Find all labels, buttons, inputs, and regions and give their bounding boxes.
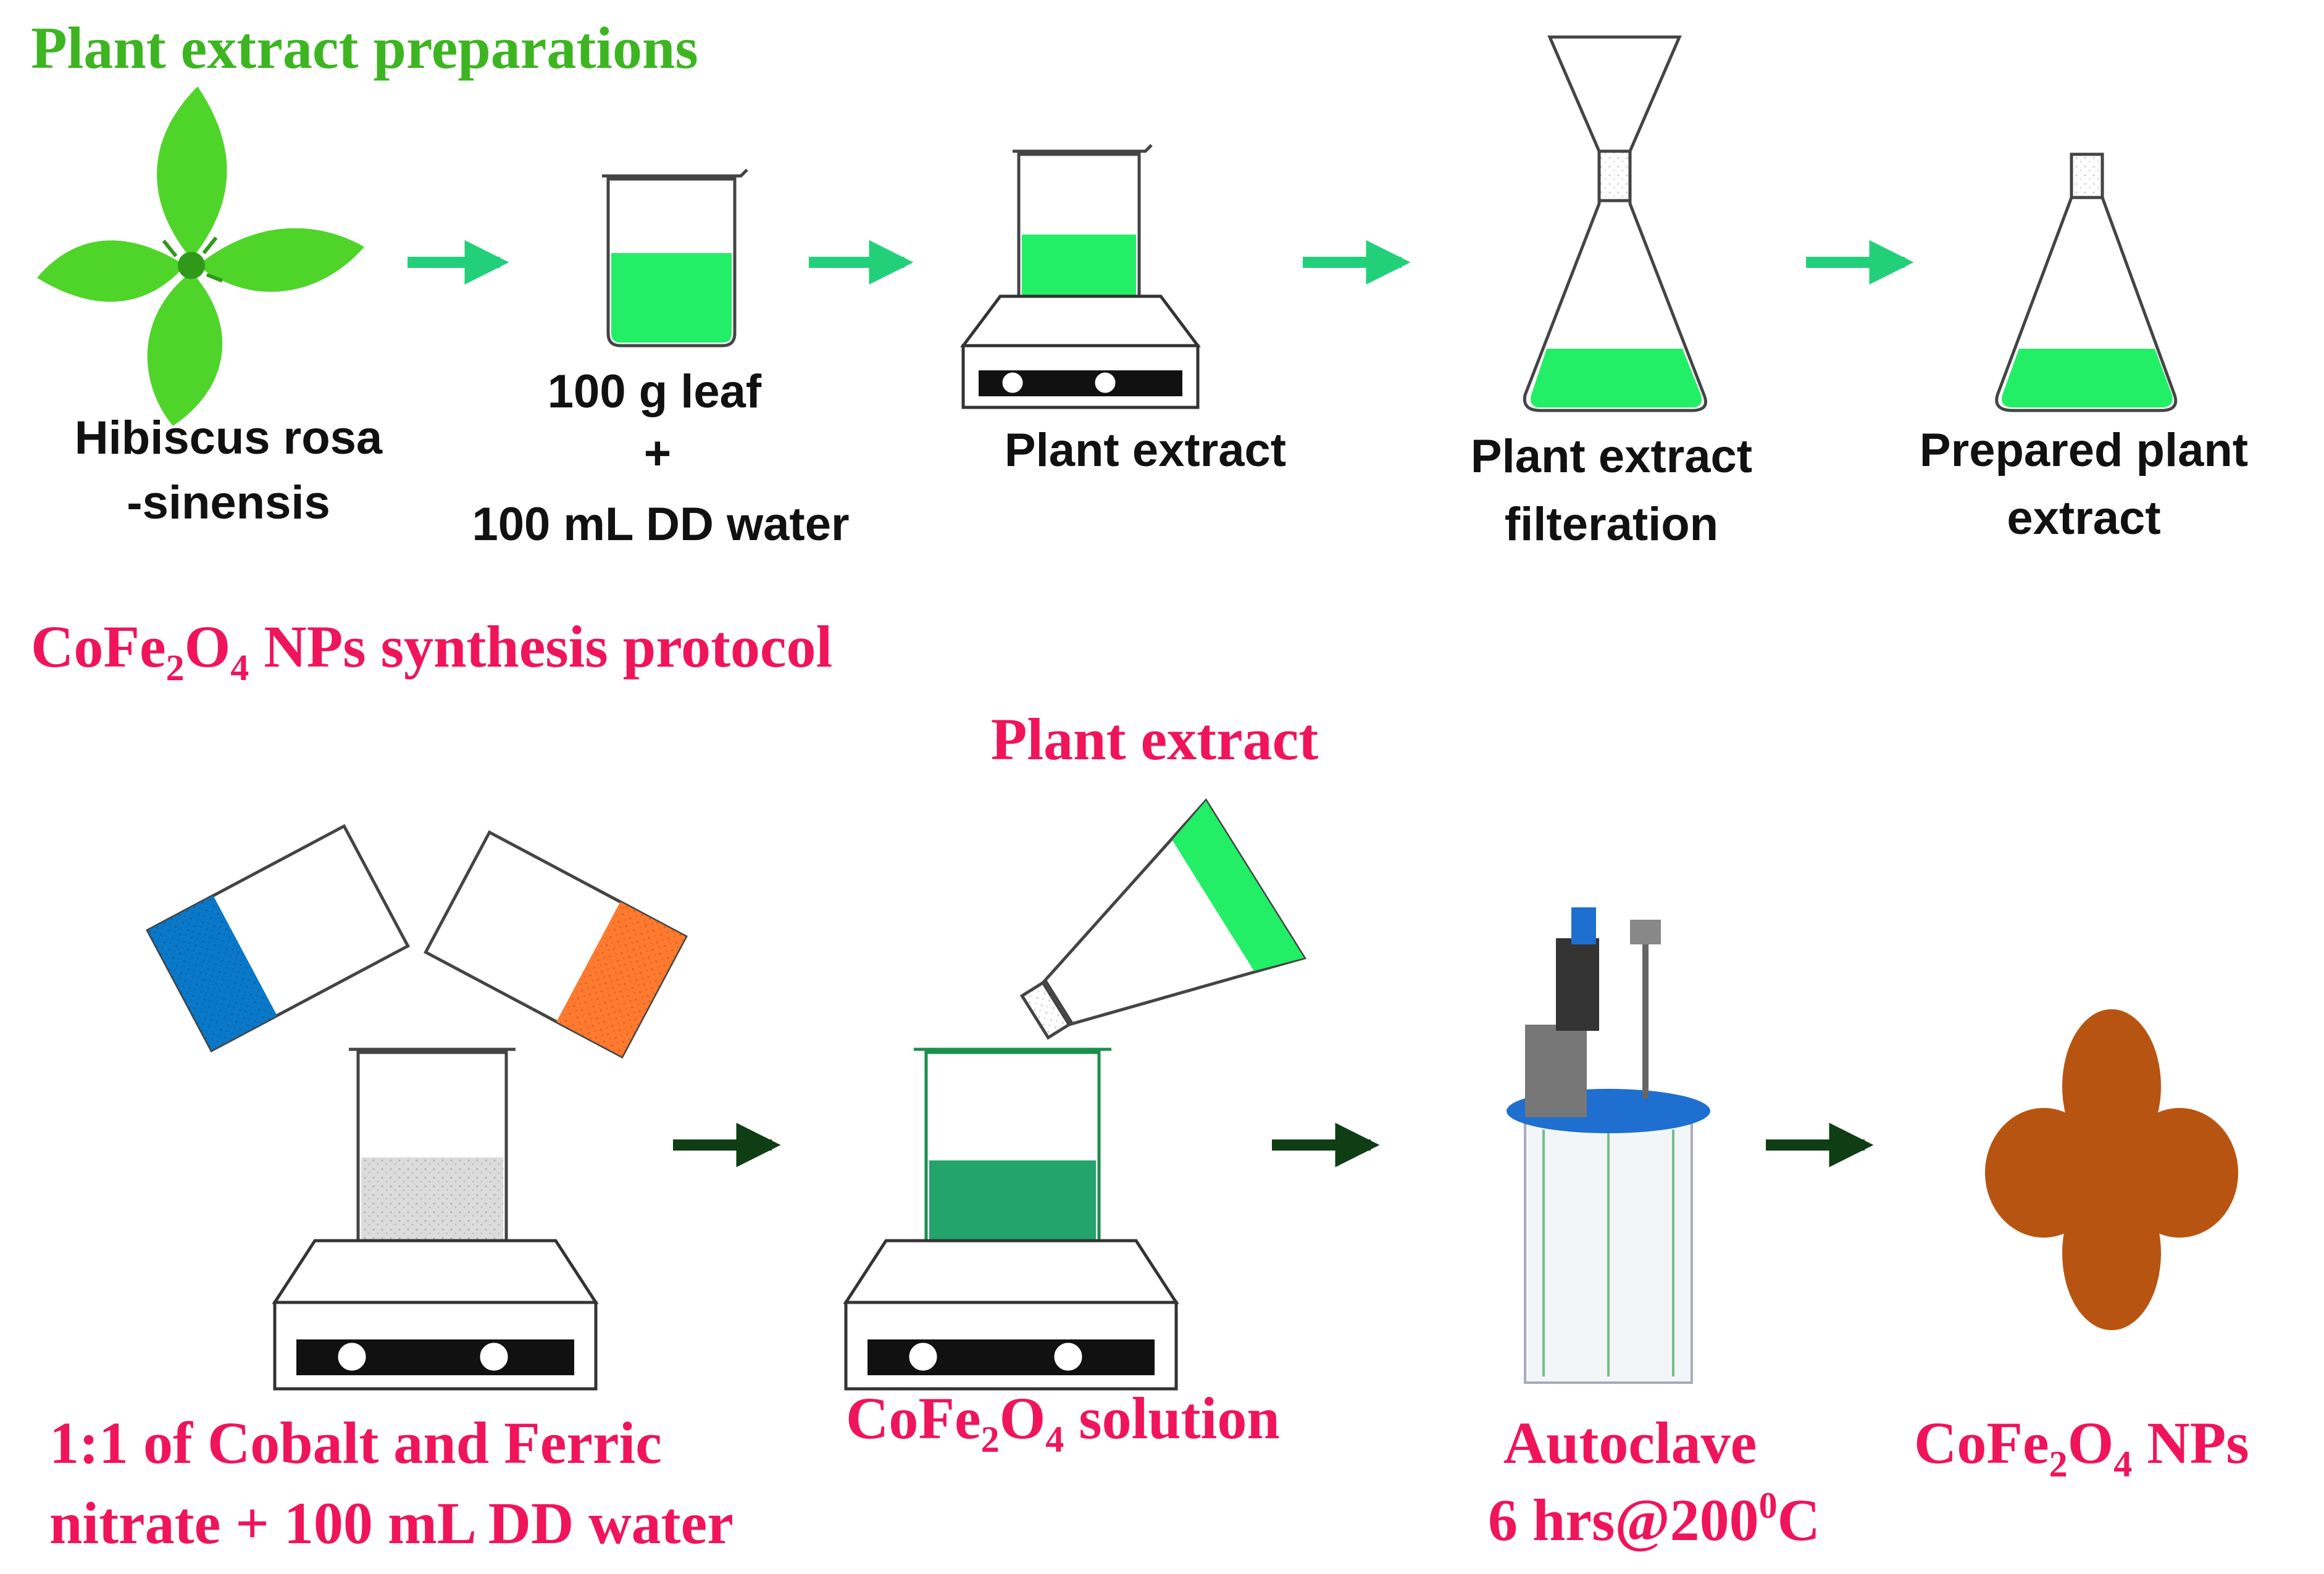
nitrate-label-line1: 1:1 of Cobalt and Ferric [49, 1410, 662, 1476]
plant-extract-label: Plant extract [1005, 424, 1286, 477]
nps-label: CoFe2O4 NPs [1914, 1410, 2249, 1484]
hibiscus-label-line1: Hibiscus rosa [75, 412, 383, 464]
nanoparticle-icon [1985, 1009, 2238, 1330]
solution-beaker-icon [843, 798, 1307, 1391]
prepared-label-line2: extract [2007, 492, 2160, 544]
solution-label: CoFe2O4 solution [846, 1385, 1280, 1460]
autoclave-icon [1507, 907, 1710, 1384]
filtration-label-line2: filteration [1505, 498, 1718, 551]
nitrate-mixing-icon [146, 823, 688, 1391]
prepared-label-line1: Prepared plant [1920, 424, 2248, 477]
hibiscus-label-line2: -sinensis [127, 477, 330, 529]
autoclave-label-line2: 6 hrs@2000C [1488, 1485, 1820, 1553]
filtration-flask-icon [1523, 35, 1707, 412]
nitrate-label-line2: nitrate + 100 mL DD water [49, 1490, 734, 1556]
section1-title: Plant extract preparations [31, 15, 698, 81]
prepared-flask-icon [1995, 152, 2178, 412]
filtration-label-line1: Plant extract [1471, 430, 1752, 483]
section2-title: CoFe2O4 NPs synthesis protocol [31, 614, 832, 688]
beaker-icon [602, 169, 748, 348]
mix-label-line3: 100 mL DD water [472, 498, 849, 551]
autoclave-label-line1: Autoclave [1503, 1410, 1757, 1476]
hibiscus-leaf-icon [37, 86, 364, 426]
mix-label-line2: + [644, 427, 671, 480]
mix-label-line1: 100 g leaf [548, 365, 762, 418]
hotplate-beaker-icon [960, 144, 1201, 409]
plant-extract-heading: Plant extract [991, 706, 1318, 772]
